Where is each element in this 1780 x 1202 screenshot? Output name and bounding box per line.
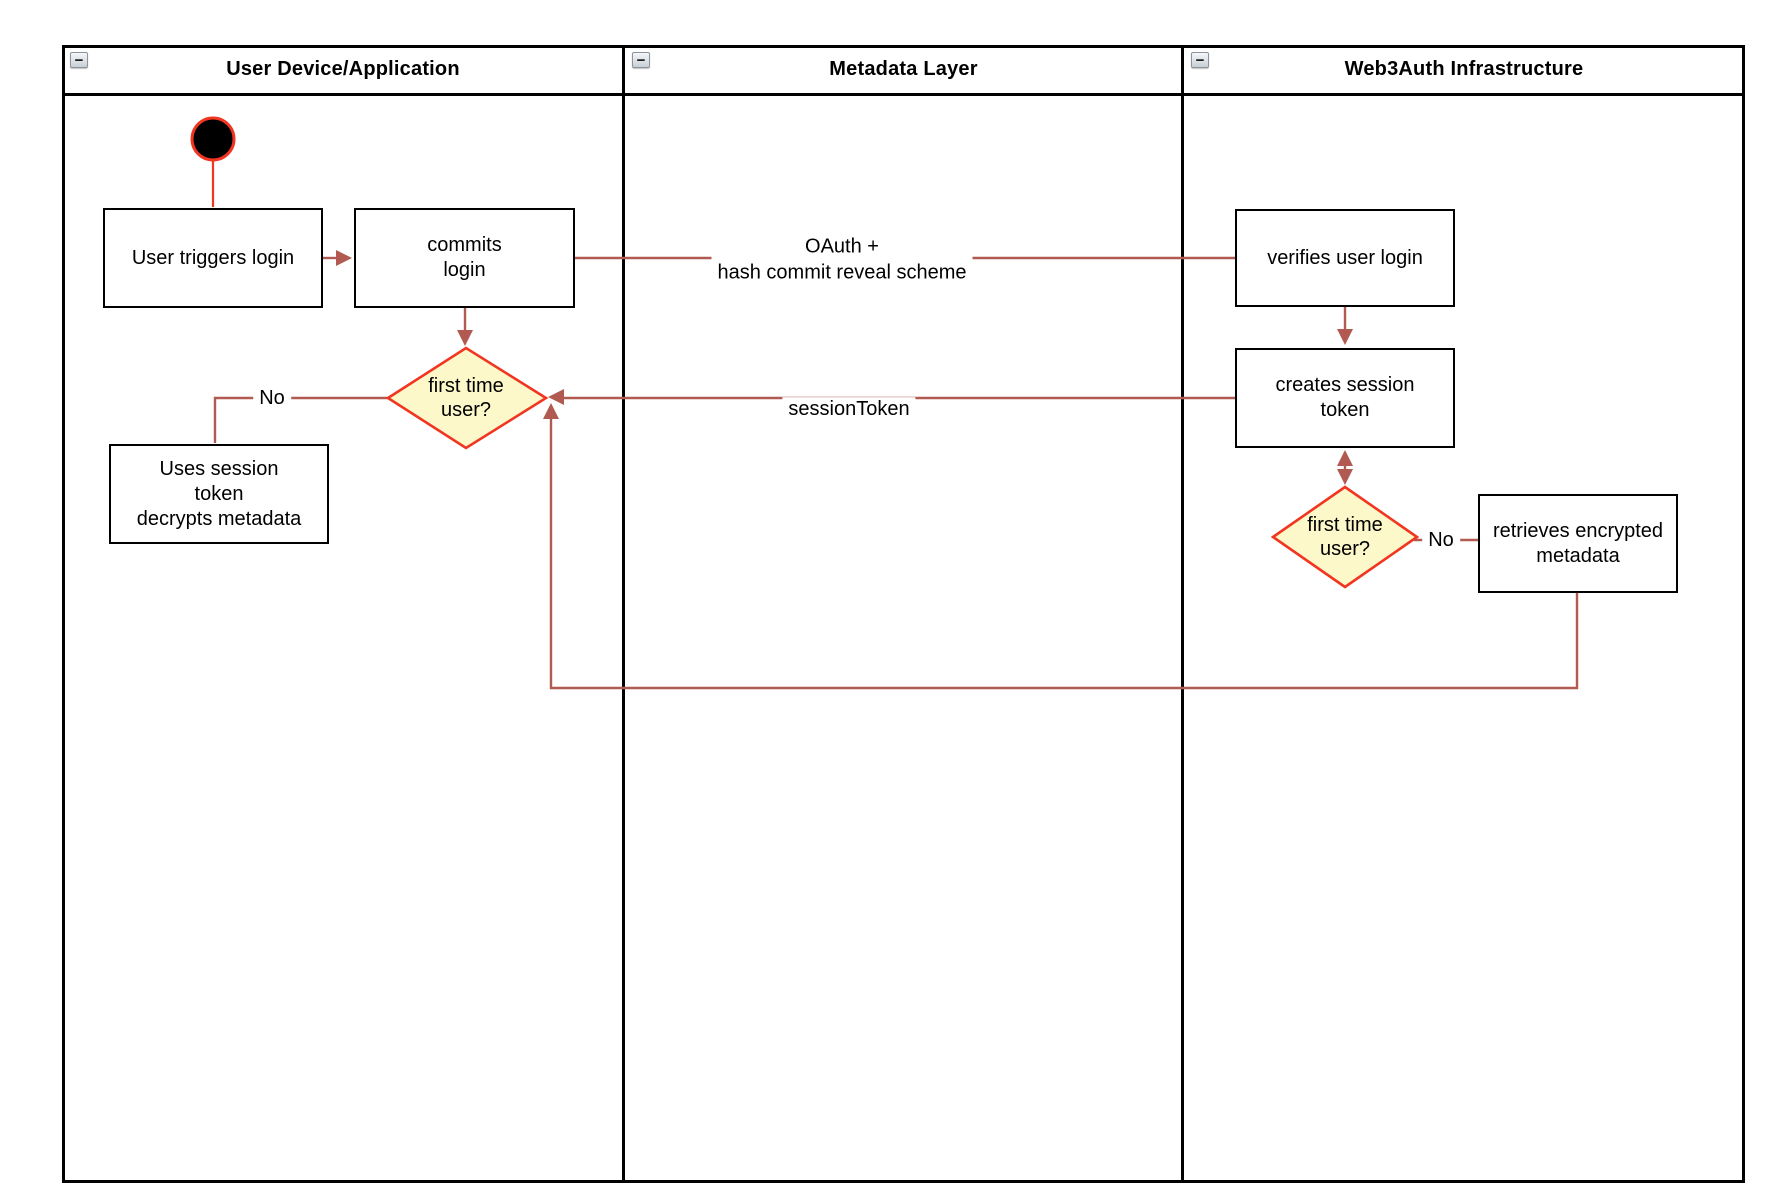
node-retrieves-encrypted-metadata[interactable]: retrieves encrypted metadata — [1478, 494, 1678, 593]
decision-label-first-time-user-device: first time user? — [428, 375, 504, 421]
edge-return-to-device-decision[interactable] — [543, 403, 1579, 690]
edge-commits-to-decision[interactable] — [457, 308, 473, 346]
header-separator — [62, 93, 1745, 96]
edge-verifies-to-creates[interactable] — [1337, 307, 1353, 345]
lane-header-web3auth[interactable]: Web3Auth Infrastructure — [1183, 45, 1745, 94]
node-label: retrieves encrypted metadata — [1492, 519, 1664, 567]
edge-no-to-uses-session[interactable] — [213, 396, 388, 443]
edge-trigger-to-commits[interactable] — [323, 250, 352, 266]
edge-label-oauth[interactable]: OAuth + hash commit reveal scheme — [711, 234, 973, 286]
lane-title-user-device: User Device/Application — [226, 58, 460, 80]
lane-divider — [1181, 45, 1184, 1183]
node-verifies-user-login[interactable]: verifies user login — [1235, 209, 1455, 307]
node-label: User triggers login — [131, 246, 295, 269]
node-user-triggers-login[interactable]: User triggers login — [103, 208, 323, 308]
edge-label-session-token[interactable]: sessionToken — [782, 397, 916, 423]
minus-icon: − — [636, 51, 646, 69]
node-uses-session-token[interactable]: Uses session token decrypts metadata — [109, 444, 329, 544]
node-commits-login[interactable]: commits login — [354, 208, 575, 308]
edge-creates-decision-double-arrow[interactable] — [1337, 450, 1353, 485]
lane-title-web3auth: Web3Auth Infrastructure — [1344, 58, 1584, 80]
decision-first-time-user-infra[interactable] — [1270, 485, 1420, 589]
lane-header-metadata-layer[interactable]: Metadata Layer — [624, 45, 1183, 94]
lane-title-metadata-layer: Metadata Layer — [829, 58, 978, 80]
collapse-lane-button[interactable]: − — [70, 52, 88, 68]
node-creates-session-token[interactable]: creates session token — [1235, 348, 1455, 448]
initial-node[interactable] — [190, 116, 236, 162]
node-label: verifies user login — [1267, 246, 1423, 269]
lane-header-user-device[interactable]: User Device/Application — [62, 45, 624, 94]
minus-icon: − — [1195, 51, 1205, 69]
edge-label-no-infra[interactable]: No — [1422, 528, 1460, 554]
collapse-lane-button[interactable]: − — [1191, 52, 1209, 68]
node-label: Uses session token decrypts metadata — [136, 457, 302, 530]
collapse-lane-button[interactable]: − — [632, 52, 650, 68]
node-label: commits login — [427, 234, 502, 281]
lane-divider — [622, 45, 625, 1183]
edge-label-no-device[interactable]: No — [253, 386, 291, 412]
node-label: creates session token — [1275, 374, 1415, 421]
decision-first-time-user-device[interactable] — [385, 346, 549, 450]
decision-label-first-time-user-infra: first time user? — [1307, 514, 1383, 560]
minus-icon: − — [74, 51, 84, 69]
